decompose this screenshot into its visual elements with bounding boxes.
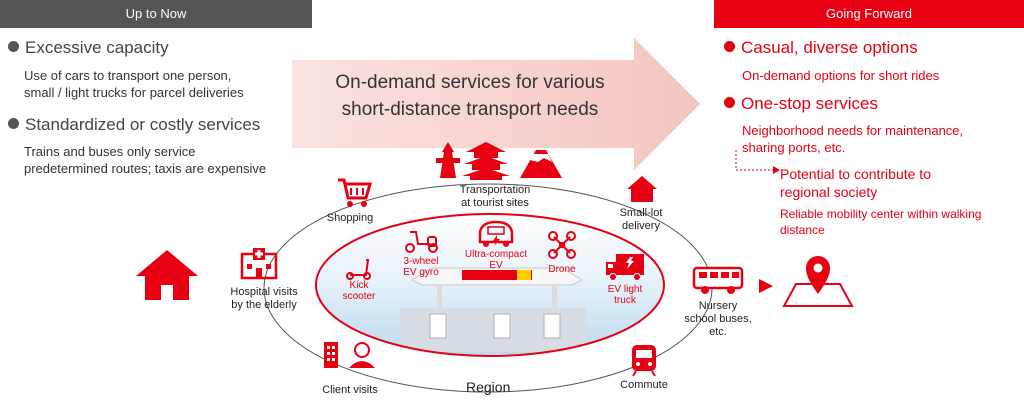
- tourist-sites-icon: [436, 142, 562, 180]
- shopping-label: Shopping: [326, 212, 374, 224]
- train-icon: [632, 345, 656, 377]
- bus-icon: [692, 266, 744, 294]
- ev-gyro-icon: [405, 231, 438, 253]
- drone-label: Drone: [548, 264, 576, 275]
- bullet-icon: [724, 41, 735, 52]
- potential-line-2: regional society: [780, 184, 878, 200]
- truck-label-1: EV light: [607, 284, 643, 295]
- hospital-label-2: by the elderly: [231, 299, 297, 311]
- potential-line-1: Potential to contribute to: [780, 166, 931, 182]
- truck-label-2: truck: [614, 295, 636, 306]
- transition-arrow: [292, 38, 700, 170]
- reliable-line-1: Reliable mobility center within walking: [780, 207, 982, 221]
- casual-options-title: Casual, diverse options: [724, 38, 918, 58]
- kick-scooter-icon: [346, 259, 371, 280]
- casual-options-line-1: On-demand options for short rides: [742, 68, 940, 83]
- nursery-label-3: etc.: [709, 326, 727, 338]
- hospital-label-1: Hospital visits: [230, 286, 298, 298]
- up-to-now-header: Up to Now: [0, 0, 312, 28]
- excessive-capacity-line-1: Use of cars to transport one person,: [24, 68, 232, 83]
- excessive-capacity-line-2: small / light trucks for parcel deliveri…: [24, 85, 244, 100]
- standardized-services-title: Standardized or costly services: [8, 115, 260, 135]
- small-lot-label-1: Small-lot: [619, 207, 663, 219]
- region-label: Region: [466, 379, 511, 395]
- bullet-icon: [8, 41, 19, 52]
- hospital-icon: [240, 248, 278, 280]
- kick-label-2: scooter: [342, 291, 376, 302]
- ultra-ev-label-2: EV: [489, 260, 503, 271]
- arrow-text-line-2: short-distance transport needs: [341, 99, 599, 120]
- excessive-capacity-title: Excessive capacity: [8, 38, 169, 58]
- bullet-icon: [724, 97, 735, 108]
- bullet-icon: [8, 118, 19, 129]
- reliable-line-2: distance: [780, 223, 825, 237]
- arrow-text-line-1: On-demand services for various: [335, 72, 605, 93]
- one-stop-line-1: Neighborhood needs for maintenance,: [742, 123, 964, 138]
- client-visit-icon: [324, 342, 375, 368]
- tourist-label-2: at tourist sites: [461, 197, 529, 209]
- standardized-services-line-1: Trains and buses only service: [24, 144, 196, 159]
- map-pin-icon: [782, 256, 854, 307]
- going-forward-header: Going Forward: [714, 0, 1024, 28]
- one-stop-line-2: sharing ports, etc.: [742, 140, 846, 155]
- small-lot-label-2: delivery: [622, 220, 660, 232]
- dashed-connector-arrow: [735, 150, 780, 174]
- house-icon: [136, 250, 198, 300]
- drone-icon: [548, 231, 576, 259]
- commute-label: Commute: [620, 379, 668, 391]
- gyro-label-1: 3-wheel: [403, 256, 439, 267]
- kick-label-1: Kick: [349, 280, 369, 291]
- nursery-label-1: Nursery: [698, 300, 738, 312]
- nursery-label-2: school buses,: [684, 313, 752, 325]
- tourist-label-1: Transportation: [459, 184, 531, 196]
- gyro-label-2: EV gyro: [403, 267, 439, 278]
- ultra-ev-label-1: Ultra-compact: [464, 249, 528, 260]
- play-arrow-icon: [759, 279, 773, 293]
- ultra-compact-ev-icon: [478, 220, 514, 247]
- client-visits-label: Client visits: [322, 384, 378, 396]
- small-house-icon: [627, 176, 657, 202]
- ev-truck-icon: [606, 254, 644, 281]
- one-stop-title: One-stop services: [724, 94, 878, 114]
- standardized-services-line-2: predetermined routes; taxis are expensiv…: [24, 161, 267, 176]
- shopping-cart-icon: [338, 178, 372, 207]
- station-hub: [315, 213, 665, 357]
